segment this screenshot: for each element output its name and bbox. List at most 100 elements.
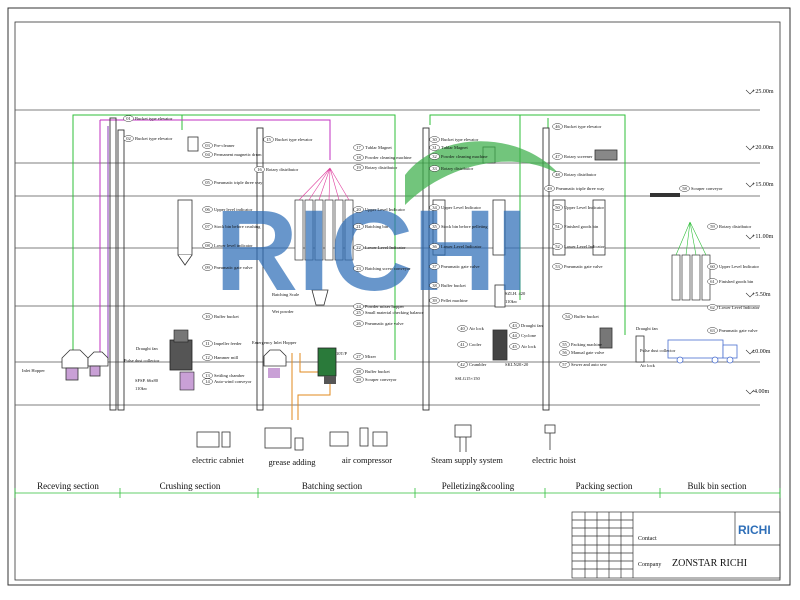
level-marker: +15.00m [745, 182, 774, 188]
equipment-name: SKLN20×20 [505, 362, 529, 367]
level-label: +25.00m [752, 89, 774, 95]
equipment-name: Upper Level Indicator [719, 264, 759, 269]
item-number-tag [202, 151, 213, 158]
equipment-name: Impeller feeder [214, 341, 242, 346]
title-block-logo: RICHI [738, 523, 771, 537]
item-number-tag [509, 332, 520, 339]
item-number: 39 [432, 298, 437, 303]
item-number-tag [202, 340, 213, 347]
level-labels: +25.00m +20.00m +15.00m +11.00m +5.50m ±… [745, 89, 774, 395]
equipment-label-batching: 20 Upper Level Indicator [353, 206, 405, 213]
item-number: 62 [710, 305, 715, 310]
equipment-label-receiving: Inlet Hopper [22, 368, 45, 373]
item-number: 52 [555, 244, 560, 249]
item-number: 31 [432, 145, 437, 150]
item-number-tag [429, 263, 440, 270]
equipment-label-pelletizing: SZLH. 420 [505, 291, 526, 296]
item-number: 37 [432, 264, 437, 269]
equipment-name: SZLH. 420 [505, 291, 526, 296]
item-number-tag [353, 223, 364, 230]
equipment-name: Pneumatic gate valve [564, 264, 603, 269]
orange-pipes [291, 353, 331, 420]
item-number: 20 [356, 207, 361, 212]
equipment-name: 110kw [135, 386, 148, 391]
equipment-name: Cyclone [521, 333, 536, 338]
equipment-name: Scraper conveyor [365, 377, 397, 382]
item-number: 43 [512, 323, 517, 328]
equipment-name: Lower Level Indicator [441, 244, 482, 249]
equipment-name: Pneumatic gate valve [441, 264, 480, 269]
item-number-tag [707, 304, 718, 311]
section-label: Packing section [576, 481, 633, 491]
item-number-tag [707, 263, 718, 270]
level-label: +5.50m [752, 292, 771, 298]
equipment-label-packing: Air lock [640, 363, 656, 368]
item-number: 01 [126, 116, 131, 121]
equipment-name: Wet powder [272, 309, 294, 314]
equipment-label-pelletizing: SKLN20×20 [505, 362, 529, 367]
section-label: Batching section [302, 481, 363, 491]
packing-bins [552, 149, 645, 363]
equipment-name: Bucket type elevator [441, 137, 479, 142]
equipment-name: Sewer and auto sew [571, 362, 608, 367]
watermark-leaf [405, 141, 560, 205]
item-number-tag [429, 297, 440, 304]
item-number-tag [353, 164, 364, 171]
equipment-label-bulk: 62 Lower Level Indicator [707, 304, 760, 311]
item-number-tag [457, 361, 468, 368]
equipment-name: Pneumatic gate valve [719, 328, 758, 333]
equipment-name: Pulse dust collector [640, 348, 676, 353]
equipment-name: Draught fan [136, 346, 158, 351]
item-number-tag [202, 223, 213, 230]
item-number: 13 [205, 373, 210, 378]
equipment-name: 10T/P [336, 351, 347, 356]
green-pipes [72, 114, 626, 360]
level-marker: +11.00m [745, 234, 774, 240]
equipment-name: Powder cleaning machine [441, 154, 487, 159]
item-number-tag [254, 166, 265, 173]
item-number-tag [509, 322, 520, 329]
item-number: 50 [555, 205, 560, 210]
equipment-name: Bucket type elevator [275, 137, 313, 142]
equipment-name: Upper Level Indicator [365, 207, 405, 212]
equipment-name: Tublar Magnet [441, 145, 468, 150]
utility-label: electric cabniet [192, 455, 244, 465]
item-number-tag [353, 309, 364, 316]
item-number: 21 [356, 224, 361, 229]
item-number-tag [509, 343, 520, 350]
item-number: 63 [710, 328, 715, 333]
equipment-name: Packing machine [571, 342, 602, 347]
equipment-name: Lower Level Indicator [719, 305, 760, 310]
receiving-hoppers [61, 349, 109, 381]
level-label: -4.00m [752, 389, 769, 395]
level-marker: ±0.00m [745, 349, 771, 355]
hammer-mill [169, 329, 195, 391]
section-label: Crushing section [160, 481, 221, 491]
equipment-name: Bucket type elevator [564, 124, 602, 129]
level-marker: +5.50m [745, 292, 771, 298]
item-number: 16 [257, 167, 262, 172]
item-number-tag [679, 185, 690, 192]
item-number-tag [353, 265, 364, 272]
batching-distributor-lines [298, 167, 350, 201]
air-compressor-icon [329, 427, 388, 447]
equipment-name: Crumbler [469, 362, 487, 367]
equipment-name: Finished goods bin [719, 279, 754, 284]
equipment-name: Pre-cleaner [214, 143, 235, 148]
item-number: 47 [555, 154, 560, 159]
